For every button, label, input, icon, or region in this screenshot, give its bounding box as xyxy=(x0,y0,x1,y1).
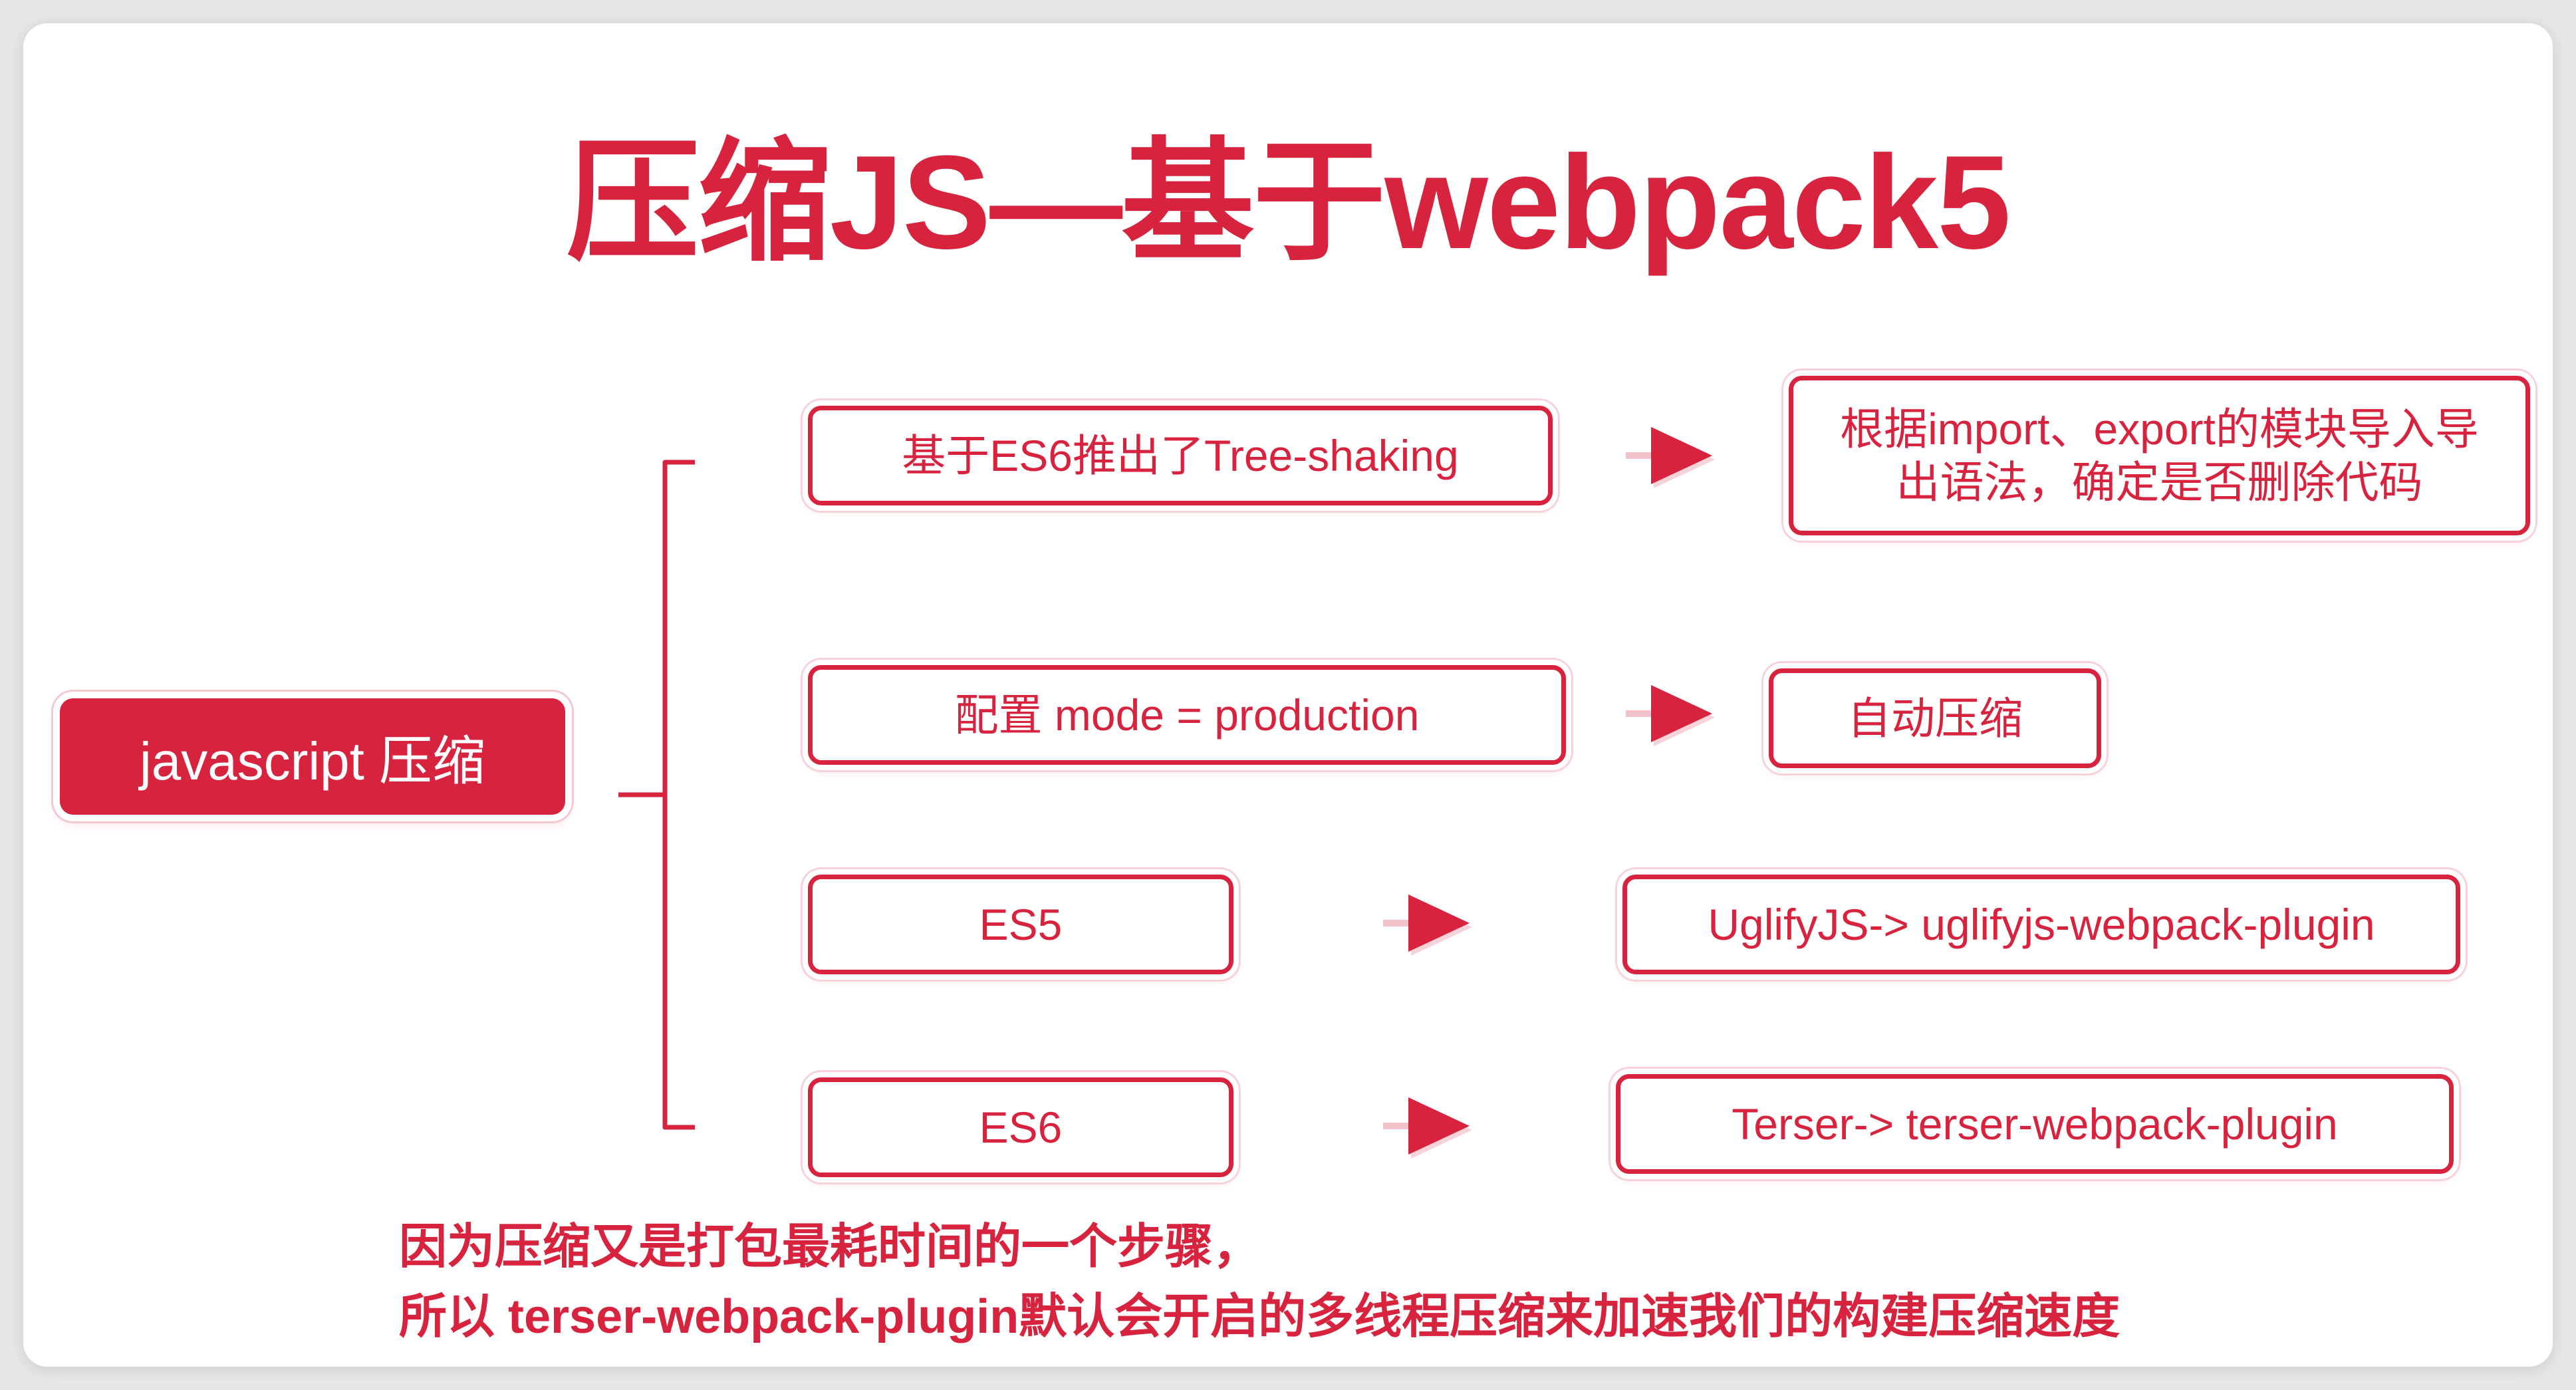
curly-brace-connector xyxy=(618,460,695,1130)
source-node-es5: ES5 xyxy=(808,875,1233,974)
slide-title: 压缩JS—基于webpack5 xyxy=(566,128,2011,277)
note-line-1: 因为压缩又是打包最耗时间的一个步骤， xyxy=(399,1220,1261,1274)
play-arrow-icon xyxy=(1383,895,1472,956)
source-node-mode-production: 配置 mode = production xyxy=(808,665,1566,765)
play-arrow-icon xyxy=(1626,427,1715,488)
source-node-es6: ES6 xyxy=(808,1077,1233,1177)
target-node-uglifyjs: UglifyJS-> uglifyjs-webpack-plugin xyxy=(1622,875,2460,974)
target-node-tree-shaking-explanation: 根据import、export的模块导入导出语法，确定是否删除代码 xyxy=(1789,376,2530,535)
play-arrow-icon xyxy=(1626,685,1715,746)
play-arrow-icon xyxy=(1383,1097,1472,1159)
source-node-tree-shaking: 基于ES6推出了Tree-shaking xyxy=(808,406,1553,505)
note-line-2: 所以 terser-webpack-plugin默认会开启的多线程压缩来加速我们… xyxy=(399,1290,2121,1343)
slide: 压缩JS—基于webpack5 javascript 压缩 基于ES6推出了Tr… xyxy=(23,23,2553,1367)
root-node: javascript 压缩 xyxy=(60,698,565,815)
target-node-terser: Terser-> terser-webpack-plugin xyxy=(1616,1074,2454,1174)
target-node-auto-compress: 自动压缩 xyxy=(1769,668,2101,768)
